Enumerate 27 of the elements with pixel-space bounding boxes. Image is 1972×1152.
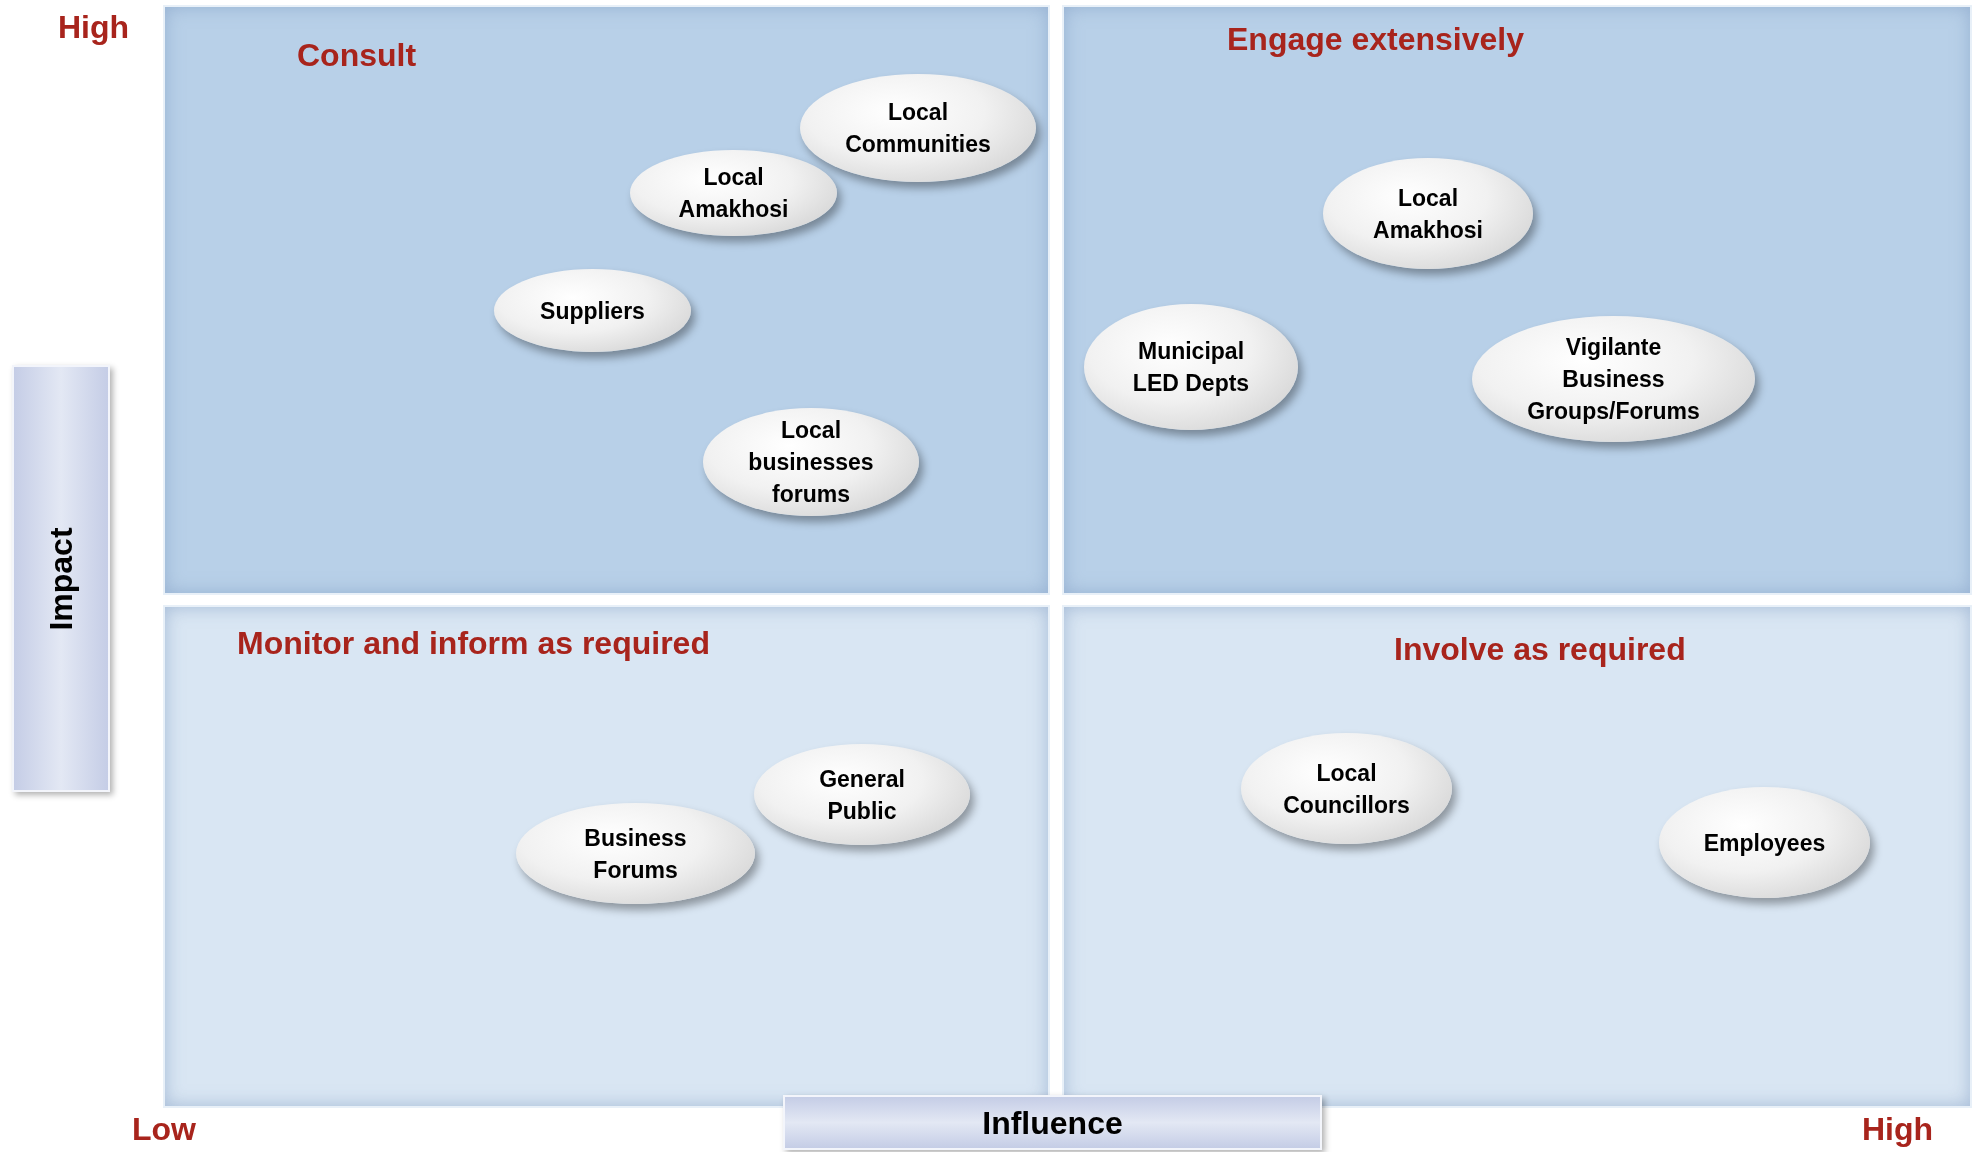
axis-end-label: High [1862,1110,1934,1148]
stakeholder-label: Local businesses forums [747,416,875,509]
quadrant-panel [1062,5,1972,595]
stakeholder-label: Vigilante Business Groups/Forums [1526,333,1701,426]
axis-end-label: High [58,8,130,46]
axis-bar [12,365,110,792]
quadrant-heading: Engage extensively [1227,20,1525,59]
stakeholder-label: Employees [1703,828,1826,858]
axis-bar [783,1095,1322,1150]
quadrant-panel [163,605,1050,1108]
stakeholder-label: General Public [818,764,906,826]
axis-title: Influence [982,1106,1123,1139]
stakeholder-label: Municipal LED Depts [1131,337,1251,398]
quadrant-heading: Involve as required [1394,630,1686,669]
stakeholder-label: Local Councillors [1282,758,1411,820]
quadrant-panel [163,5,1050,595]
axis-end-label: Low [132,1110,196,1148]
stakeholder-ellipse [630,150,837,236]
quadrant-heading: Monitor and inform as required [237,624,710,663]
stakeholder-label: Suppliers [540,296,645,326]
quadrant-panel [1062,605,1972,1108]
axis-title: Impact [43,526,79,631]
stakeholder-label: Business Forums [583,823,688,885]
stakeholder-label: Local Communities [844,98,992,159]
stakeholder-label: Local Amakhosi [677,163,790,224]
quadrant-heading: Consult [297,36,417,75]
stakeholder-label: Local Amakhosi [1372,183,1484,245]
